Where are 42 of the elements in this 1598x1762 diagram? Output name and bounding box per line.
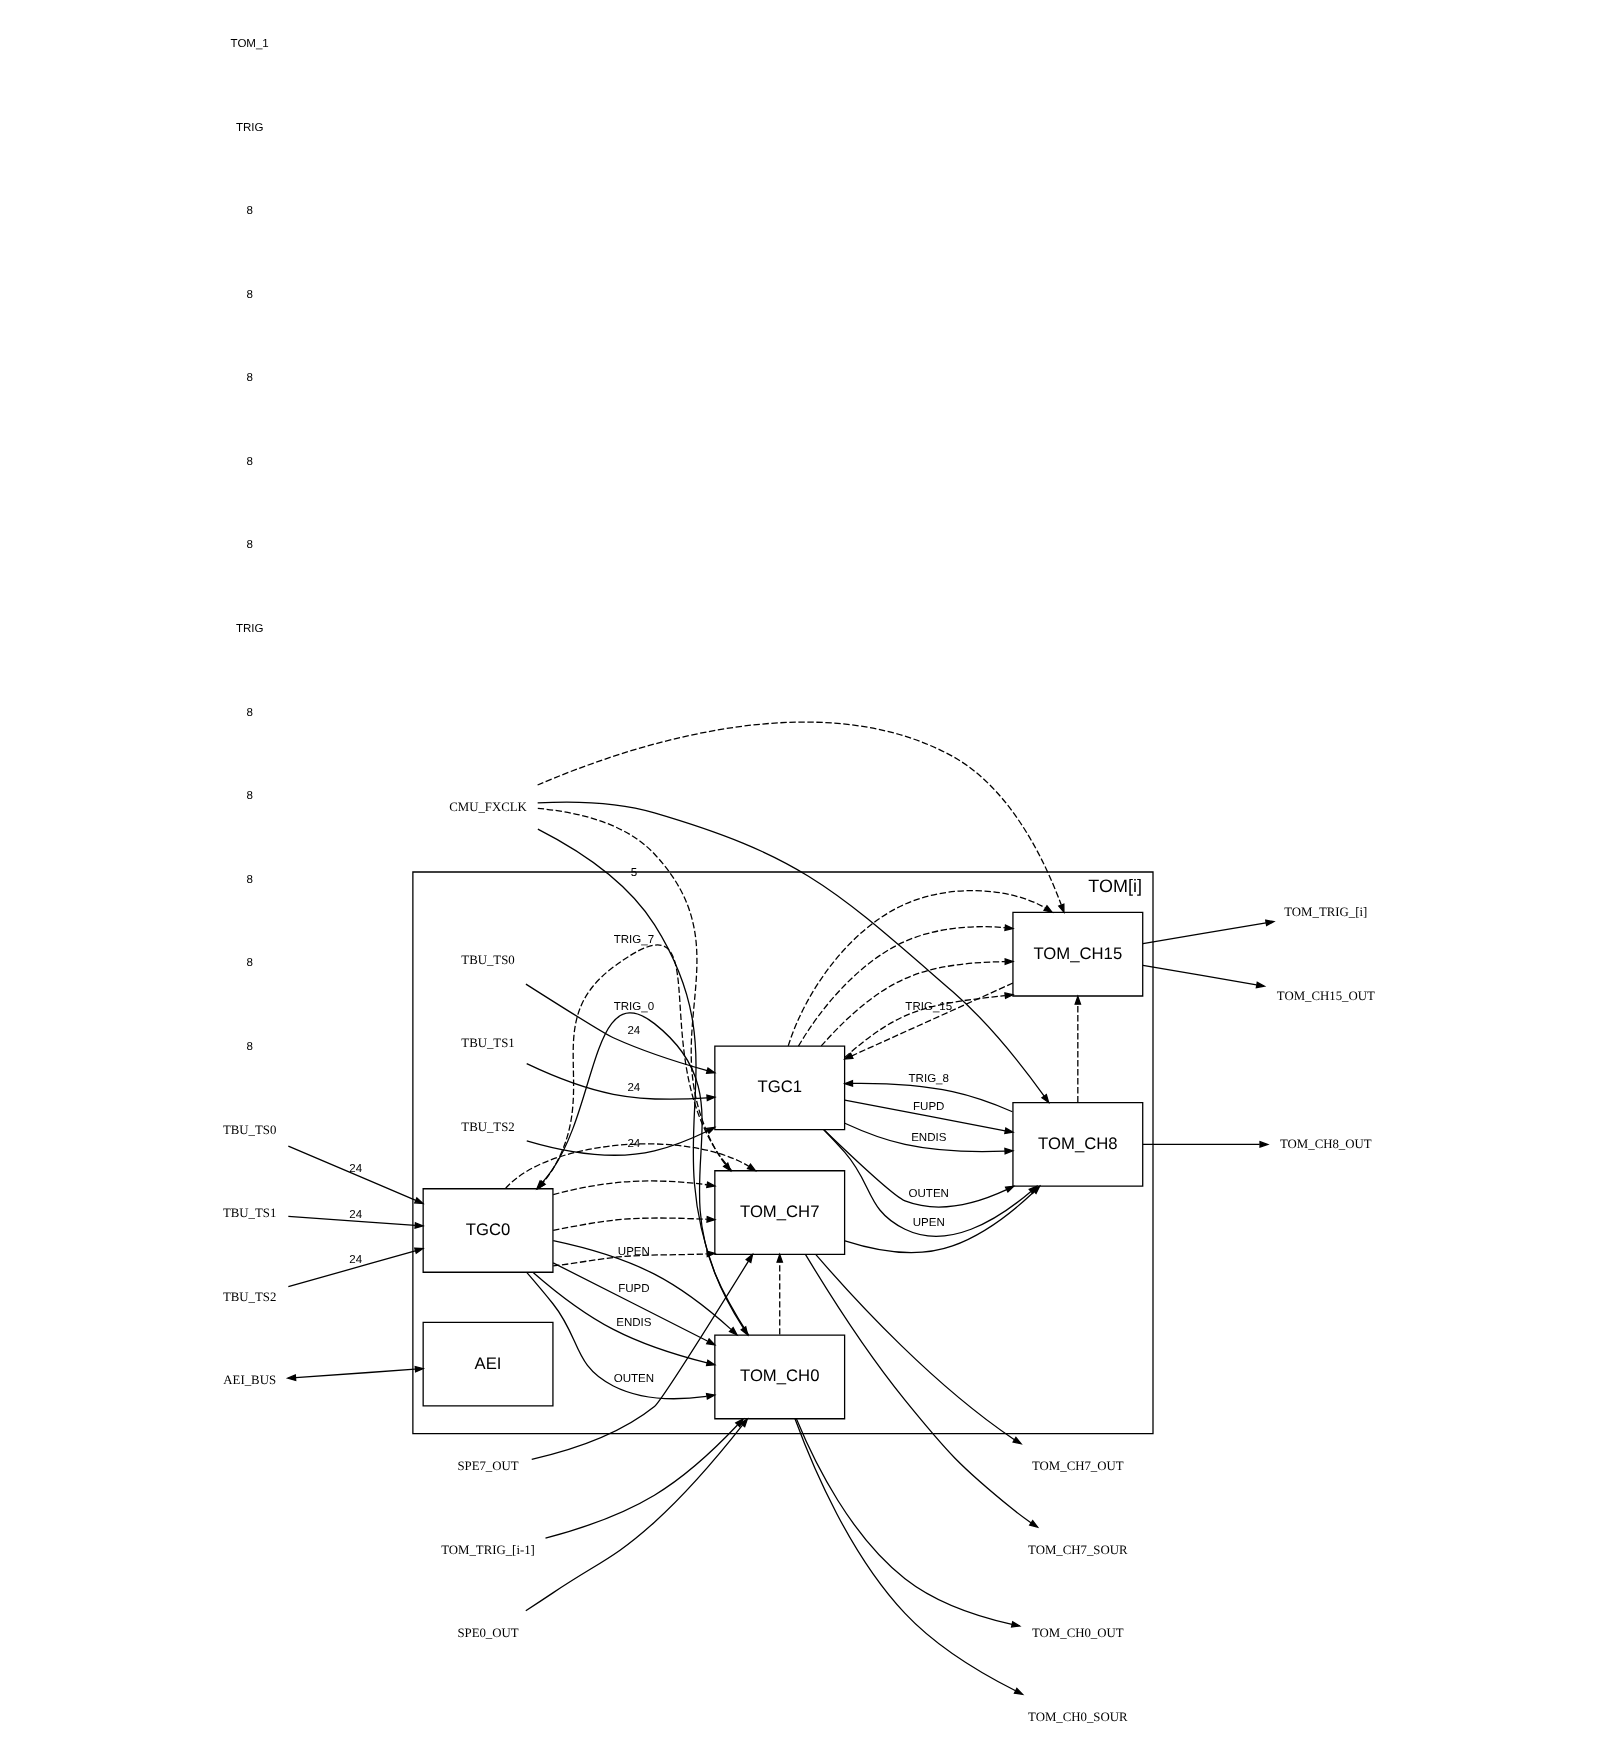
arrow	[537, 807, 732, 1173]
arrow	[287, 1215, 425, 1229]
arrow	[815, 1254, 1023, 1445]
arrow	[843, 982, 1014, 1060]
arrow	[526, 1063, 717, 1102]
arrow	[797, 924, 1015, 1047]
node-box: TOM_CH0	[714, 1334, 846, 1420]
arrow	[526, 1271, 717, 1400]
arrow	[536, 721, 1065, 915]
arrow	[842, 1079, 1014, 1113]
arrow	[552, 1215, 717, 1231]
arrow	[844, 1099, 1015, 1135]
arrow	[537, 801, 1050, 1104]
arrow	[794, 1418, 1025, 1696]
arrow	[795, 1418, 1022, 1628]
arrow	[552, 1180, 717, 1196]
arrow	[1142, 1140, 1270, 1148]
arrow	[552, 1240, 739, 1337]
arrow	[823, 1129, 1039, 1237]
arrow	[804, 1253, 1040, 1529]
arrow	[287, 1247, 425, 1288]
arrow	[532, 1272, 717, 1367]
node-box: TOM_CH15	[1012, 911, 1144, 997]
node-box: TGC1	[714, 1045, 846, 1131]
arrow	[820, 958, 1015, 1047]
arrow	[787, 890, 1054, 1047]
arrow	[1074, 994, 1082, 1104]
arrow	[844, 1122, 1015, 1155]
node-box: TOM_CH8	[1012, 1102, 1144, 1187]
arrow	[844, 992, 1015, 1058]
arrow	[1142, 919, 1276, 945]
arrow	[776, 1252, 784, 1336]
arrow	[525, 983, 717, 1074]
arrow	[823, 1129, 1016, 1208]
arrow	[285, 1365, 426, 1382]
node-box: AEI	[422, 1321, 554, 1407]
node-box: TOM_CH7	[714, 1170, 846, 1255]
arrow	[287, 1145, 425, 1205]
arrow	[552, 1262, 717, 1346]
node-box: TGC0	[422, 1188, 554, 1273]
arrow	[526, 1126, 717, 1156]
arrow	[1142, 964, 1267, 989]
